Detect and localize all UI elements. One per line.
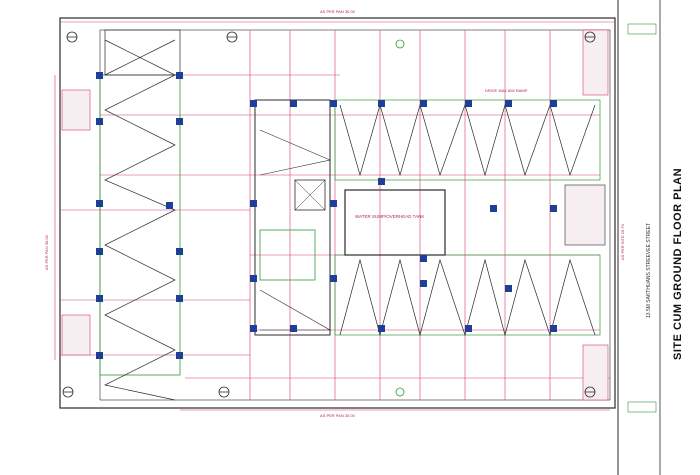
north-box-bottom	[627, 401, 657, 413]
road-label-left: AS PER PAN 30.00	[44, 234, 49, 270]
core-block	[254, 99, 332, 336]
central-sump-label: WATER SUMP/OVERHEAD TANK	[355, 214, 424, 219]
dimension-lines	[54, 21, 615, 411]
plan-title: SITE CUM GROUND FLOOR PLAN	[672, 167, 684, 360]
central-sump-block	[344, 189, 446, 256]
road-label-bottom: AS PER PAN 30.00	[320, 413, 356, 418]
site-boundary	[59, 17, 616, 409]
road-label-right: AS PER SITE 26.70	[620, 223, 625, 260]
columns	[96, 72, 557, 359]
driveway-label: DRIVE WAY 6M/ RAMP	[485, 88, 528, 93]
service-boxes	[61, 29, 609, 401]
left-parking-zone	[99, 29, 181, 401]
street-label: 13.5M SAKTHUANS STREEVEE STREET	[646, 222, 652, 318]
road-label-top: AS PER PAN 30.00	[320, 9, 356, 14]
corner-markers	[62, 31, 596, 398]
north-box-top	[627, 23, 657, 35]
